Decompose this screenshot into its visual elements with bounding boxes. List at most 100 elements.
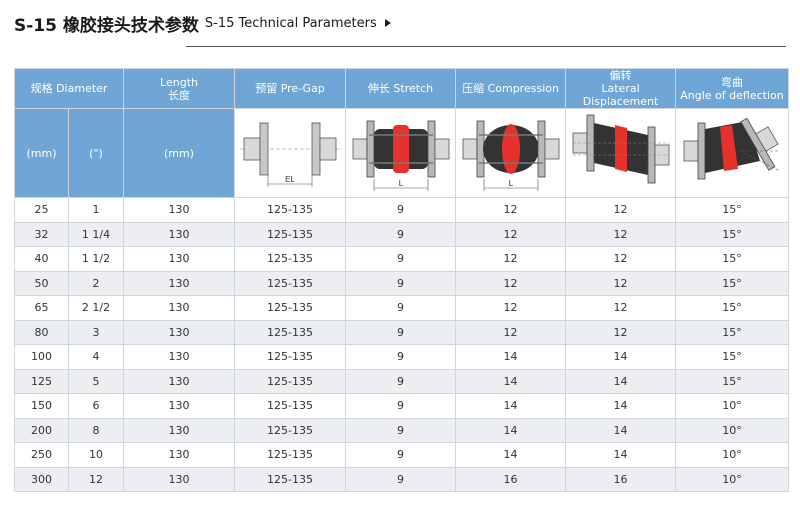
cell-angle: 10°	[675, 417, 790, 443]
cell-pregap: 125-135	[234, 319, 347, 345]
cell-stretch: 9	[345, 344, 457, 370]
cell-stretch: 9	[345, 417, 457, 443]
cell-length: 130	[123, 417, 236, 443]
compression-diagram: L	[455, 108, 567, 198]
cell-compression: 14	[455, 442, 567, 468]
page-title: S-15 橡胶接头技术参数 S-15 Technical Parameters	[14, 8, 391, 38]
cell-diameter-mm: 150	[14, 393, 69, 419]
cell-diameter-inch: 3	[67, 319, 125, 345]
cell-length: 130	[123, 344, 236, 370]
cell-angle: 15°	[675, 368, 790, 394]
title-divider	[186, 46, 786, 47]
cell-length: 130	[123, 393, 236, 419]
header-angle-zh: 弯曲	[721, 75, 744, 89]
cell-lateral: 12	[565, 221, 677, 247]
cell-diameter-mm: 50	[14, 270, 69, 296]
cell-lateral: 14	[565, 344, 677, 370]
cell-diameter-mm: 80	[14, 319, 69, 345]
cell-compression: 14	[455, 393, 567, 419]
cell-pregap: 125-135	[234, 221, 347, 247]
cell-pregap: 125-135	[234, 466, 347, 492]
header-diameter: 规格 Diameter	[13, 68, 125, 109]
header-lateral-en: Lateral Displacement	[582, 82, 659, 108]
technical-parameters-table: 规格 Diameter Length 长度 预留 Pre-Gap 伸长 Stre…	[13, 68, 790, 492]
cell-compression: 14	[455, 368, 567, 394]
compression-l-label: L	[508, 179, 513, 188]
cell-lateral: 12	[565, 197, 677, 223]
header-length-zh: 长度	[168, 88, 191, 102]
cell-pregap: 125-135	[234, 295, 347, 321]
cell-pregap: 125-135	[234, 417, 347, 443]
stretch-diagram: L	[345, 108, 457, 198]
lateral-diagram	[565, 108, 677, 198]
cell-diameter-mm: 25	[14, 197, 69, 223]
cell-angle: 10°	[675, 442, 790, 468]
cell-stretch: 9	[345, 466, 457, 492]
cell-diameter-mm: 300	[14, 466, 69, 492]
pregap-el-label: EL	[285, 175, 295, 184]
cell-angle: 15°	[675, 344, 790, 370]
cell-diameter-inch: 6	[67, 393, 125, 419]
cell-compression: 14	[455, 344, 567, 370]
cell-pregap: 125-135	[234, 368, 347, 394]
play-arrow-icon	[384, 19, 391, 27]
cell-lateral: 12	[565, 319, 677, 345]
header-pregap: 预留 Pre-Gap	[234, 68, 347, 109]
unit-mm-diameter: (mm)	[14, 108, 69, 198]
header-lateral-zh: 偏转	[609, 69, 632, 82]
cell-pregap: 125-135	[234, 344, 347, 370]
cell-length: 130	[123, 221, 236, 247]
unit-mm-length: (mm)	[123, 108, 236, 198]
cell-angle: 15°	[675, 270, 790, 296]
header-angle: 弯曲 Angle of deflection	[675, 68, 790, 109]
cell-stretch: 9	[345, 270, 457, 296]
cell-angle: 15°	[675, 197, 790, 223]
cell-compression: 12	[455, 197, 567, 223]
cell-diameter-inch: 1	[67, 197, 125, 223]
cell-compression: 12	[455, 246, 567, 272]
cell-stretch: 9	[345, 319, 457, 345]
cell-angle: 15°	[675, 319, 790, 345]
cell-pregap: 125-135	[234, 197, 347, 223]
cell-diameter-inch: 8	[67, 417, 125, 443]
cell-pregap: 125-135	[234, 393, 347, 419]
cell-stretch: 9	[345, 197, 457, 223]
cell-diameter-mm: 125	[14, 368, 69, 394]
cell-diameter-mm: 65	[14, 295, 69, 321]
cell-diameter-inch: 2 1/2	[67, 295, 125, 321]
header-length: Length 长度	[123, 68, 236, 109]
header-length-en: Length	[160, 75, 198, 89]
cell-lateral: 12	[565, 295, 677, 321]
cell-diameter-mm: 32	[14, 221, 69, 247]
cell-length: 130	[123, 368, 236, 394]
cell-diameter-inch: 1 1/4	[67, 221, 125, 247]
cell-length: 130	[123, 197, 236, 223]
cell-diameter-inch: 2	[67, 270, 125, 296]
cell-pregap: 125-135	[234, 270, 347, 296]
header-angle-en: Angle of deflection	[680, 88, 784, 102]
cell-lateral: 12	[565, 270, 677, 296]
cell-compression: 12	[455, 295, 567, 321]
title-english: S-15 Technical Parameters	[204, 15, 377, 31]
cell-diameter-mm: 40	[14, 246, 69, 272]
cell-pregap: 125-135	[234, 442, 347, 468]
cell-diameter-inch: 12	[67, 466, 125, 492]
cell-angle: 10°	[675, 466, 790, 492]
cell-diameter-mm: 200	[14, 417, 69, 443]
cell-angle: 15°	[675, 246, 790, 272]
cell-stretch: 9	[345, 393, 457, 419]
cell-pregap: 125-135	[234, 246, 347, 272]
cell-lateral: 14	[565, 393, 677, 419]
cell-angle: 15°	[675, 295, 790, 321]
cell-diameter-inch: 5	[67, 368, 125, 394]
cell-lateral: 14	[565, 368, 677, 394]
